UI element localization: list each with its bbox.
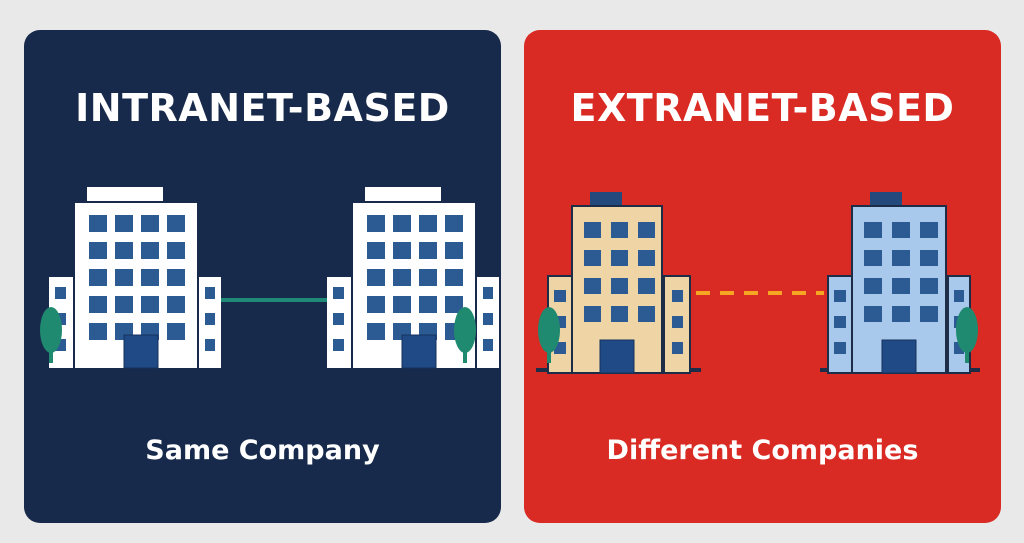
window: [445, 242, 463, 259]
tree-icon: [454, 307, 476, 363]
window: [333, 339, 344, 351]
tree-icon: [538, 307, 560, 363]
window: [393, 269, 411, 286]
window: [920, 278, 938, 294]
intranet-panel: INTRANET-BASED: [24, 30, 501, 523]
window: [483, 313, 493, 325]
window: [611, 278, 628, 294]
window: [584, 278, 601, 294]
window: [205, 313, 215, 325]
window: [584, 222, 601, 238]
extranet-caption: Different Companies: [606, 435, 919, 466]
window: [333, 287, 344, 299]
tree-icon: [956, 307, 978, 363]
intranet-title: INTRANET-BASED: [75, 86, 450, 130]
office-building-icon: [49, 187, 221, 369]
window: [55, 287, 66, 299]
window: [892, 250, 910, 266]
window: [167, 323, 185, 340]
window: [445, 215, 463, 232]
window: [393, 215, 411, 232]
window: [167, 242, 185, 259]
window: [167, 215, 185, 232]
intranet-scene: [40, 187, 499, 369]
window: [638, 222, 655, 238]
window: [638, 278, 655, 294]
window: [419, 269, 437, 286]
window: [864, 250, 882, 266]
window: [611, 306, 628, 322]
window: [611, 222, 628, 238]
office-building-icon: [327, 187, 499, 369]
window: [367, 242, 385, 259]
window: [115, 242, 133, 259]
extranet-scene: [536, 192, 980, 374]
extranet-title: EXTRANET-BASED: [570, 86, 955, 130]
window: [638, 306, 655, 322]
window: [892, 306, 910, 322]
window: [445, 296, 463, 313]
window: [892, 222, 910, 238]
window: [584, 306, 601, 322]
window: [89, 215, 107, 232]
window: [672, 316, 683, 328]
window: [367, 269, 385, 286]
window: [393, 296, 411, 313]
window: [89, 296, 107, 313]
window: [445, 269, 463, 286]
window: [864, 278, 882, 294]
window: [892, 278, 910, 294]
window: [393, 242, 411, 259]
window: [920, 250, 938, 266]
window: [920, 222, 938, 238]
intranet-caption: Same Company: [145, 435, 380, 466]
window: [333, 313, 344, 325]
window: [367, 323, 385, 340]
window: [554, 290, 566, 302]
window: [419, 296, 437, 313]
window: [483, 339, 493, 351]
window: [89, 242, 107, 259]
window: [89, 323, 107, 340]
window: [89, 269, 107, 286]
window: [672, 342, 683, 354]
window: [367, 296, 385, 313]
window: [141, 269, 159, 286]
window: [611, 250, 628, 266]
window: [115, 215, 133, 232]
window: [141, 215, 159, 232]
window: [141, 296, 159, 313]
extranet-panel: EXTRANET-BASED: [524, 30, 1001, 523]
office-building-icon: [827, 192, 971, 374]
window: [834, 342, 846, 354]
window: [864, 222, 882, 238]
window: [167, 296, 185, 313]
window: [419, 215, 437, 232]
window: [954, 290, 964, 302]
window: [55, 339, 66, 351]
window: [167, 269, 185, 286]
window: [205, 339, 215, 351]
window: [115, 269, 133, 286]
window: [483, 287, 493, 299]
window: [954, 342, 964, 354]
window: [205, 287, 215, 299]
window: [584, 250, 601, 266]
window: [115, 296, 133, 313]
window: [141, 242, 159, 259]
tree-icon: [40, 307, 62, 363]
office-building-icon: [547, 192, 691, 374]
window: [367, 215, 385, 232]
window: [419, 242, 437, 259]
window: [920, 306, 938, 322]
window: [638, 250, 655, 266]
window: [834, 316, 846, 328]
window: [834, 290, 846, 302]
window: [864, 306, 882, 322]
window: [672, 290, 683, 302]
